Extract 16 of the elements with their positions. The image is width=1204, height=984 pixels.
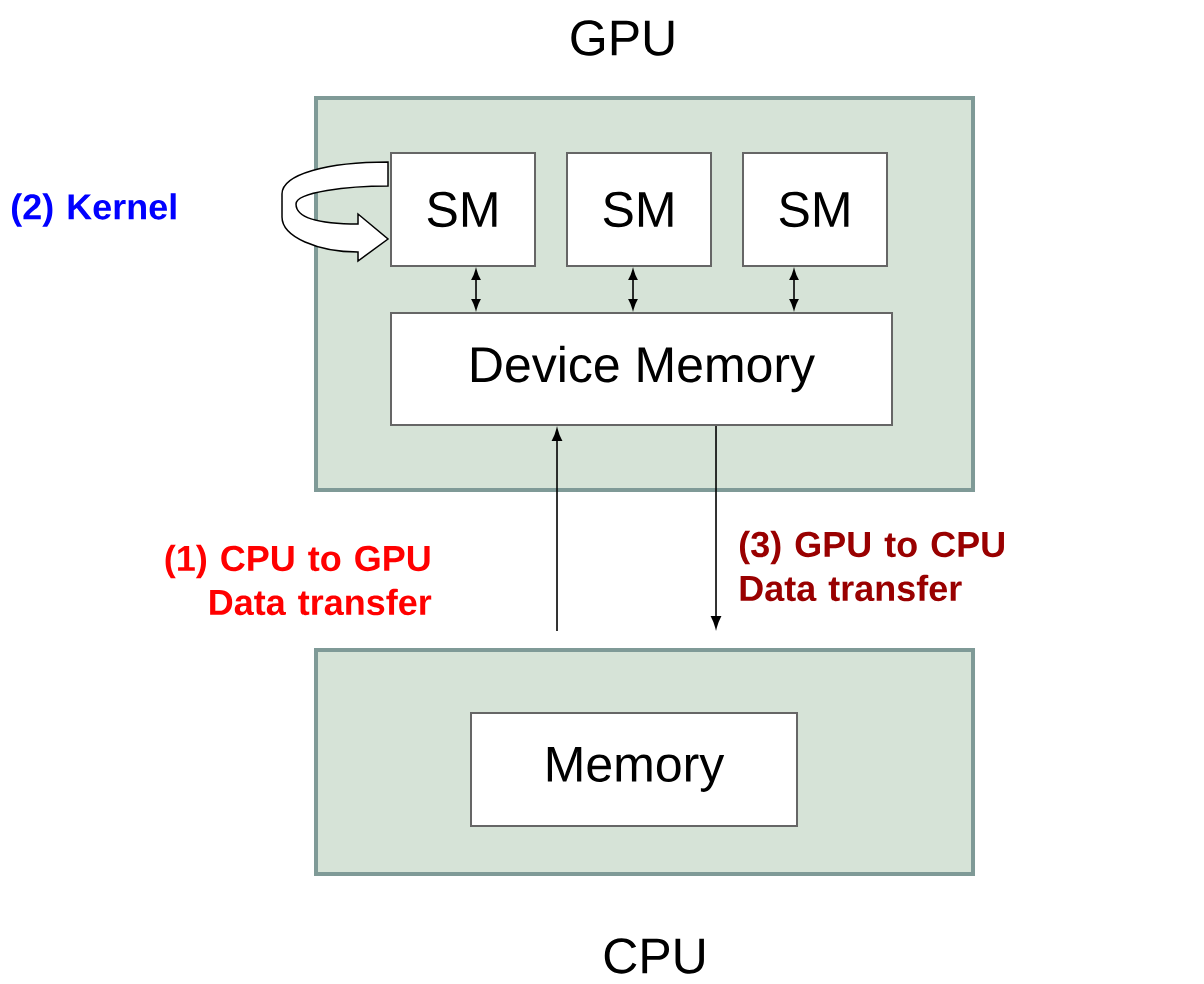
curved-arrow [281,161,389,262]
processor-box: SM [742,152,888,267]
arrow [711,425,721,629]
panel-title: GPU [571,20,674,56]
processor-box: SM [390,152,536,267]
edge-label: (1) CPU to GPU Data transfer [165,544,432,616]
memory-box: Device Memory [390,312,893,426]
double-arrow [789,269,799,310]
edge-label: (3) GPU to CPU Data transfer [740,530,1004,602]
arrow [552,428,562,632]
processor-box: SM [566,152,712,267]
panel-title: CPU [604,938,704,974]
double-arrow [471,269,481,310]
double-arrow [628,269,638,310]
edge-label: (2) Kernel [12,193,176,227]
memory-box: Memory [470,712,798,827]
